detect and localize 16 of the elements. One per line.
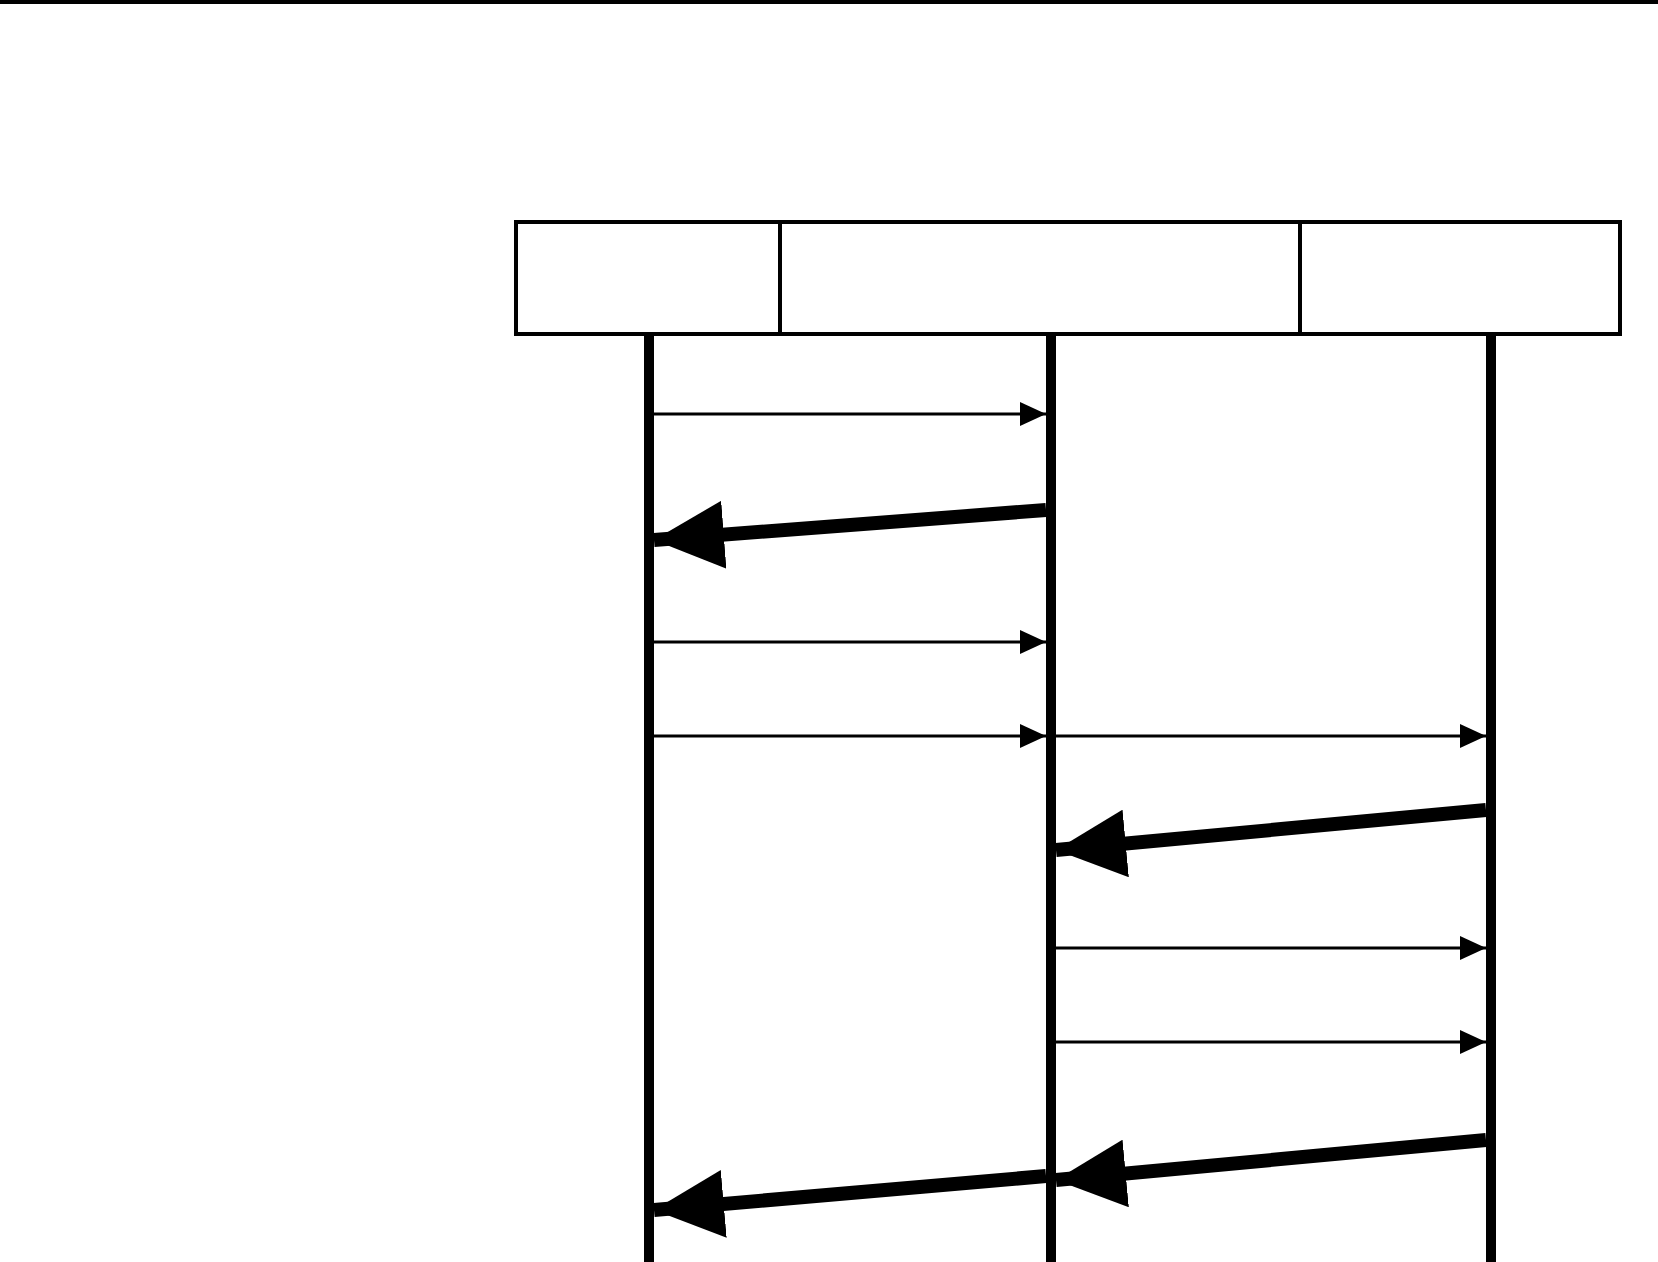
lifeline [644,334,654,1262]
arrow [654,724,1046,748]
arrow [1055,1133,1487,1208]
lifeline [1046,334,1056,1262]
header-box [1298,220,1622,336]
header-box [514,220,782,336]
header-box [778,220,1302,336]
arrow [1056,724,1486,748]
arrow [653,1169,1047,1238]
arrow [1056,936,1486,960]
arrow [654,630,1046,654]
arrow [1056,1030,1486,1054]
arrow [653,500,1047,569]
lifeline [1486,334,1496,1262]
arrow [1055,803,1487,878]
arrow [654,402,1046,426]
